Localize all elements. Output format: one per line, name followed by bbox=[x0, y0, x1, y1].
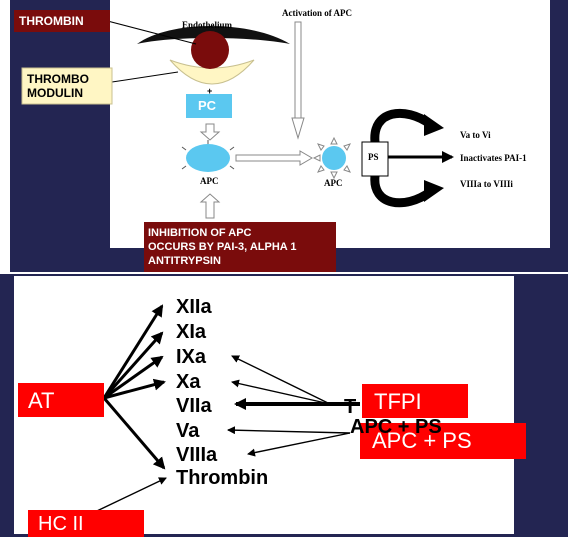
tfpi-box bbox=[362, 384, 468, 418]
thrombin-circle bbox=[191, 31, 229, 69]
thrombin-connector bbox=[95, 17, 197, 45]
pc-box bbox=[186, 94, 232, 118]
pc-to-apc-arrow bbox=[199, 123, 221, 141]
at-arrows bbox=[102, 304, 166, 470]
partial-apcps-text: APC + PS bbox=[350, 416, 442, 438]
curved-arrow-down-head bbox=[424, 180, 444, 202]
curved-arrow-down bbox=[370, 175, 433, 208]
apc-right-rays bbox=[312, 136, 351, 180]
apc-left-blob bbox=[186, 144, 230, 172]
partial-t-text: T bbox=[344, 396, 357, 418]
inhibition-box bbox=[144, 222, 336, 272]
thrombomodulin-connector bbox=[111, 71, 179, 83]
inhibition-line1: INHIBITION OF APC bbox=[148, 227, 252, 239]
thrombin-label: THROMBIN bbox=[19, 14, 84, 28]
at-box bbox=[18, 383, 104, 417]
apc-left-spikes bbox=[181, 140, 235, 170]
factor-viiia: VIIIa bbox=[176, 444, 218, 466]
apc-right-circle bbox=[322, 146, 346, 170]
apcps-label: APC + PS bbox=[372, 428, 472, 453]
thin-arrows bbox=[77, 355, 351, 521]
curved-arrow-up bbox=[370, 108, 433, 143]
thrombomodulin-line1: THROMBO bbox=[27, 72, 89, 86]
inhibition-line3: ANTITRYPSIN bbox=[148, 255, 221, 267]
factor-thrombin: Thrombin bbox=[176, 467, 269, 489]
factor-xia: XIa bbox=[176, 321, 207, 343]
thrombin-box bbox=[14, 10, 110, 32]
apc-transfer-arrow bbox=[235, 150, 313, 166]
factor-va: Va bbox=[176, 420, 200, 442]
inhibition-line2: OCCURS BY PAI-3, ALPHA 1 bbox=[148, 241, 297, 253]
endothelium-label: Endothelium bbox=[182, 20, 233, 30]
factor-ixa: IXa bbox=[176, 346, 207, 368]
pc-label: PC bbox=[198, 98, 217, 113]
factor-xiia: XIIa bbox=[176, 296, 212, 318]
factor-xa: Xa bbox=[176, 371, 201, 393]
activation-label: Activation of APC bbox=[282, 8, 352, 18]
inhibition-up-arrow bbox=[199, 193, 221, 219]
plus-sign: + bbox=[207, 86, 213, 96]
apc-left-label: APC bbox=[200, 176, 219, 186]
top-panel-white-area bbox=[110, 0, 550, 248]
apcps-box bbox=[360, 423, 526, 459]
at-label: AT bbox=[28, 388, 55, 413]
ps-label: PS bbox=[368, 152, 379, 162]
curved-arrow-up-head bbox=[424, 114, 444, 136]
thrombomodulin-label: THROMBO MODULIN bbox=[27, 72, 89, 100]
thrombomodulin-line2: MODULIN bbox=[27, 86, 83, 100]
tfpi-label: TFPI bbox=[374, 389, 422, 414]
apc-right-label: APC bbox=[324, 178, 343, 188]
activation-arrow-head bbox=[291, 117, 305, 140]
activation-arrow-shaft bbox=[294, 21, 302, 123]
out-va-label: Va to Vi bbox=[460, 130, 491, 140]
inhibition-label: INHIBITION OF APC OCCURS BY PAI-3, ALPHA… bbox=[148, 226, 297, 268]
factor-viia: VIIa bbox=[176, 395, 212, 417]
out-viiia-label: VIIIa to VIIIi bbox=[460, 179, 513, 189]
hcii-box bbox=[28, 510, 144, 537]
thrombomodulin-shape bbox=[169, 59, 255, 85]
out-pai-label: Inactivates PAI-1 bbox=[460, 153, 527, 163]
thrombomodulin-box bbox=[21, 67, 113, 105]
hcii-label: HC II bbox=[38, 513, 84, 535]
